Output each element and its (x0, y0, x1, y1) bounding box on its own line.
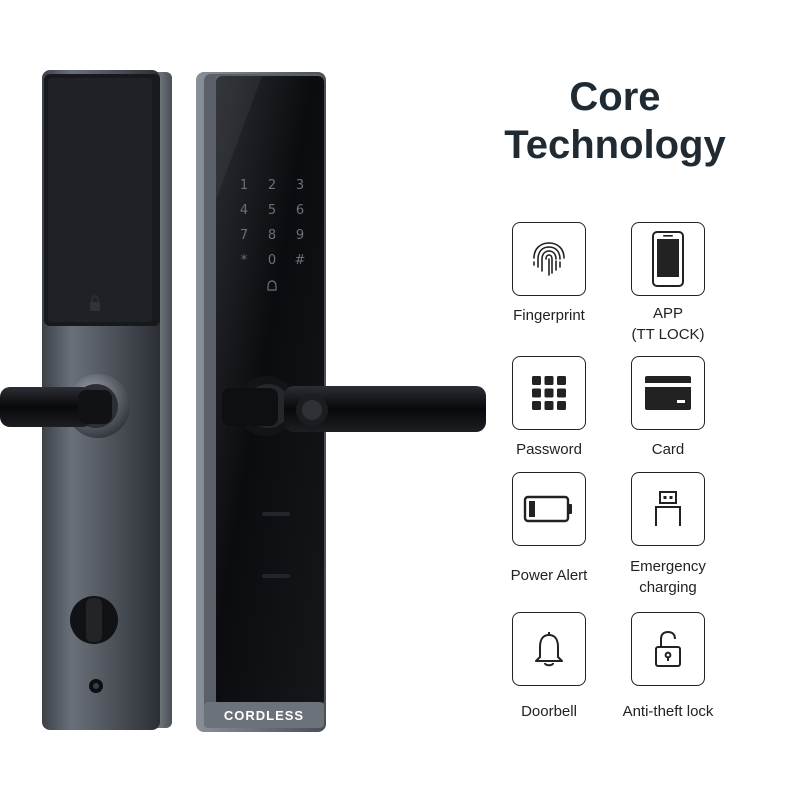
smartphone-icon (652, 231, 684, 287)
feature-power-alert: Power Alert (494, 472, 604, 586)
keypad-bell-icon (267, 280, 277, 291)
feature-label: Emergency charging (630, 558, 706, 596)
feature-icon-box (631, 356, 705, 430)
feature-label: Card (651, 441, 685, 458)
back-lever-handle (0, 374, 130, 438)
heading-line-1: Core (569, 75, 661, 119)
keypad-key: 9 (295, 228, 305, 243)
feature-label: APP (TT LOCK) (631, 305, 705, 343)
touch-keypad: 1 2 3 4 5 6 7 8 9 * 0 # (230, 178, 314, 291)
keypad-key: 6 (295, 203, 305, 218)
keypad-key: 1 (239, 178, 249, 193)
keypad-key: * (240, 253, 248, 268)
feature-icon-box (631, 472, 705, 546)
keypad-key: 4 (239, 203, 249, 218)
fingerprint-icon (533, 242, 565, 276)
feature-icon-box (512, 222, 586, 296)
feature-label: Power Alert (510, 567, 588, 584)
keypad-key: 8 (267, 228, 277, 243)
keypad-key: 0 (267, 253, 277, 268)
front-lever-handle (222, 376, 486, 436)
keypad-key: # (294, 253, 306, 268)
keypad-key: 2 (267, 178, 277, 193)
feature-label: Anti-theft lock (622, 703, 714, 720)
feature-fingerprint: Fingerprint (494, 222, 604, 326)
feature-doorbell: Doorbell (494, 612, 604, 722)
brand-logo: CORDLESS (223, 708, 305, 723)
feature-password: Password (494, 356, 604, 460)
battery-icon (523, 495, 572, 523)
feature-icon-box (512, 612, 586, 686)
feature-icon-box (512, 472, 586, 546)
feature-card: Card (613, 356, 723, 460)
heading-line-2: Technology (504, 123, 726, 167)
feature-label: Fingerprint (513, 307, 585, 324)
keypad-key: 3 (295, 178, 305, 193)
feature-label: Password (516, 441, 582, 458)
feature-icon-box (631, 222, 705, 296)
keypad-key: 5 (267, 203, 277, 218)
unlocked-padlock-icon (655, 630, 681, 667)
feature-icon-box (631, 612, 705, 686)
usb-icon (655, 491, 681, 526)
feature-icon-box (512, 356, 586, 430)
keypad-key: 7 (239, 228, 249, 243)
feature-anti-theft-lock: Anti-theft lock (613, 612, 723, 722)
bell-icon (535, 632, 563, 667)
feature-label: Doorbell (521, 703, 577, 720)
feature-emergency-charging: Emergency charging (613, 472, 723, 598)
feature-app: APP (TT LOCK) (613, 222, 723, 345)
smart-lock-product-photo (0, 70, 486, 732)
card-icon (645, 376, 691, 410)
keypad-icon (532, 376, 566, 410)
